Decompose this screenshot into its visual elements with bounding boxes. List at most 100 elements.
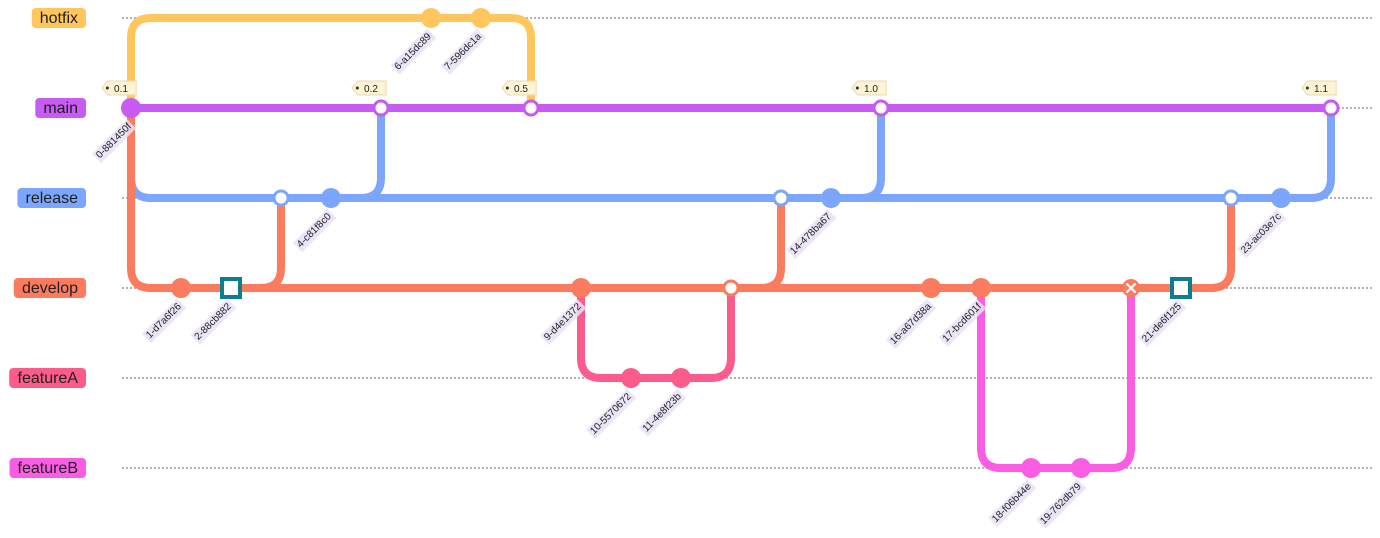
connection-14-478ba67-merge-release-main-2	[827, 104, 885, 202]
branch-label-box	[17, 188, 86, 208]
connection-2-88cb882-merge-develop-release-1	[227, 194, 285, 292]
commit-node[interactable]	[321, 188, 341, 208]
connection-11-4e8f23b-merge-featureA-develop	[677, 284, 735, 382]
branch-label-box	[9, 458, 86, 478]
merge-commit-node[interactable]	[1222, 189, 1240, 207]
tag-label: 0.5	[514, 84, 528, 95]
commit-node[interactable]	[171, 278, 191, 298]
connection-0-881450f-1-d7a6f26	[127, 104, 185, 292]
tag-label: 0.1	[114, 84, 128, 95]
commit-label: 7-596dc1a	[440, 28, 487, 75]
tag-hole	[105, 86, 109, 90]
commit-node[interactable]	[621, 368, 641, 388]
connection-4-c81f8c0-merge-release-main-1	[327, 104, 385, 202]
branch-label-text: hotfix	[40, 10, 78, 27]
tag-hole	[1305, 86, 1309, 90]
commit-label-text: 6-a15dc89	[393, 31, 435, 73]
merge-commit-node[interactable]	[372, 99, 390, 117]
commit-node[interactable]	[421, 8, 441, 28]
branch-label-develop: develop	[13, 278, 86, 298]
commit-node[interactable]	[471, 8, 491, 28]
tag-shape	[351, 80, 387, 96]
commit-label: 11-4e8f23b	[638, 388, 687, 437]
commit-label-text: 23-ac03e7c	[1239, 211, 1284, 256]
branch-label-box	[31, 8, 86, 28]
commit-node[interactable]	[971, 278, 991, 298]
commit-label: 4-c81f8c0	[292, 208, 337, 253]
branch-label-text: develop	[22, 280, 78, 297]
branch-label-text: release	[26, 190, 79, 207]
commit-label: 1-d7a6f26	[142, 298, 187, 344]
branch-label-hotfix: hotfix	[31, 8, 86, 28]
tag-hole	[855, 86, 859, 90]
commit-label-text: 16-a67d38a	[888, 301, 934, 347]
connection-21-de6f125-merge-develop-release-3	[1177, 194, 1235, 292]
commit-label-text: 14-478ba67	[788, 211, 834, 257]
tag-shape	[101, 80, 137, 96]
reverse-commit-node[interactable]	[1122, 279, 1140, 297]
commit-node[interactable]	[1071, 458, 1091, 478]
tag-1.1: 1.1	[1301, 80, 1337, 96]
connection-0-881450f-6-a15dc89	[127, 14, 435, 112]
commit-node[interactable]	[121, 98, 141, 118]
tag-0.2: 0.2	[351, 80, 387, 96]
merge-commit-node[interactable]	[1322, 99, 1340, 117]
commit-label-text: 2-88cb882	[193, 301, 235, 343]
commit-node[interactable]	[1021, 458, 1041, 478]
commit-label: 16-a67d38a	[886, 298, 937, 349]
merge-commit-node[interactable]	[722, 279, 740, 297]
connection-17-bcd601f-18-f06b44e	[977, 284, 1035, 472]
highlight-commit-node[interactable]	[1170, 277, 1192, 299]
tag-label: 0.2	[364, 84, 378, 95]
merge-commit-node[interactable]	[872, 99, 890, 117]
merge-commit-node[interactable]	[772, 189, 790, 207]
commit-label: 19-762db79	[1036, 478, 1087, 529]
branch-label-text: featureA	[18, 370, 79, 387]
commit-label: 23-ac03e7c	[1236, 209, 1286, 259]
connection-9-d4e1372-10-5570672	[577, 284, 635, 382]
merge-commit-node[interactable]	[272, 189, 290, 207]
tag-1.0: 1.0	[851, 80, 887, 96]
branch-label-release: release	[17, 188, 86, 208]
tag-label: 1.1	[1314, 84, 1328, 95]
commit-label-text: 11-4e8f23b	[641, 391, 684, 434]
commit-label: 6-a15dc89	[390, 28, 437, 75]
highlight-commit-node[interactable]	[220, 277, 242, 299]
commit-label-text: 1-d7a6f26	[144, 301, 184, 341]
commit-node[interactable]	[921, 278, 941, 298]
commit-label-text: 19-762db79	[1038, 481, 1084, 527]
branch-labels: hotfix main release develop featureA featureB	[9, 8, 86, 478]
tag-hole	[355, 86, 359, 90]
branch-label-text: featureB	[18, 460, 78, 477]
commit-label: 21-de6f125	[1138, 298, 1187, 347]
commit-label-text: 7-596dc1a	[443, 31, 485, 73]
connection-19-762db79-merge-featureB-develop	[1077, 284, 1135, 472]
commit-node[interactable]	[671, 368, 691, 388]
connection-7-596dc1a-merge-hotfix-main	[477, 14, 535, 112]
connection-merge-featureA-develop-merge-develop-release-2	[727, 194, 785, 292]
branch-label-box	[13, 278, 86, 298]
tag-0.1: 0.1	[101, 80, 137, 96]
connection-0-881450f-merge-develop-release-1	[127, 104, 285, 202]
commit-label: 14-478ba67	[786, 208, 837, 259]
tags: 0.1 0.2 0.5 1.0 1.1	[101, 80, 1337, 96]
commit-nodes	[121, 8, 1340, 478]
connection-23-ac03e7c-merge-release-main-3	[1277, 104, 1335, 202]
branch-connections	[127, 14, 1335, 472]
branch-label-featureA: featureA	[9, 368, 86, 388]
branch-label-main: main	[35, 98, 86, 118]
commit-node[interactable]	[571, 278, 591, 298]
merge-commit-node[interactable]	[522, 99, 540, 117]
branch-label-text: main	[43, 100, 78, 117]
tag-shape	[851, 80, 887, 96]
commit-label-text: 21-de6f125	[1140, 301, 1184, 345]
commit-label-text: 10-5570672	[588, 391, 634, 437]
commit-label: 18-f06b44e	[988, 478, 1037, 527]
commit-label-text: 4-c81f8c0	[295, 211, 334, 250]
commit-node[interactable]	[821, 188, 841, 208]
branch-label-box	[35, 98, 86, 118]
tag-hole	[505, 86, 509, 90]
commit-label: 2-88cb882	[190, 298, 237, 345]
commit-node[interactable]	[1271, 188, 1291, 208]
